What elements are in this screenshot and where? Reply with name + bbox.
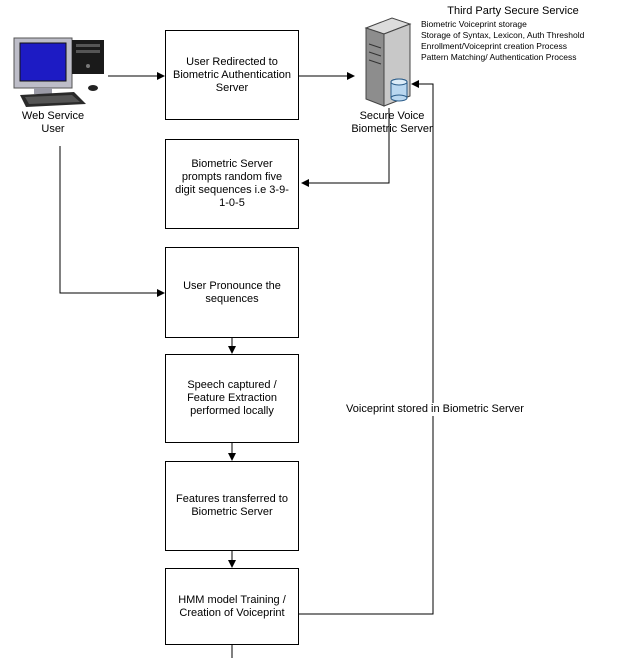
step-redirect-label: User Redirected to Biometric Authenticat… <box>172 55 291 94</box>
step-prompt-label: Biometric Server prompts random five dig… <box>175 158 289 209</box>
server-label: Secure Voice Biometric Server <box>351 110 433 135</box>
step-training: HMM model Training / Creation of Voicepr… <box>165 568 299 645</box>
step-transfer: Features transferred to Biometric Server <box>165 461 299 551</box>
server-icon <box>364 17 412 107</box>
step-transfer-label: Features transferred to Biometric Server <box>176 493 288 518</box>
third-party-line-1: Biometric Voiceprint storage <box>421 19 527 29</box>
step-capture: Speech captured / Feature Extraction per… <box>165 354 299 443</box>
step-pronounce-label: User Pronounce the sequences <box>183 279 281 305</box>
user-label: Web Service User <box>21 110 85 135</box>
step-prompt: Biometric Server prompts random five dig… <box>165 139 299 229</box>
third-party-line-3: Enrollment/Voiceprint creation Process <box>421 41 567 51</box>
arrow-server-to-prompt <box>301 108 390 187</box>
third-party-line-4: Pattern Matching/ Authentication Process <box>421 52 577 62</box>
feedback-label: Voiceprint stored in Biometric Server <box>328 403 542 416</box>
arrow-user-to-pronounce <box>59 146 165 297</box>
third-party-title: Third Party Secure Service <box>447 5 579 17</box>
step-capture-label: Speech captured / Feature Extraction per… <box>187 379 277 417</box>
third-party-line-2: Storage of Syntax, Lexicon, Auth Thresho… <box>421 30 585 40</box>
arrow-voiceprint-to-server <box>299 80 434 615</box>
step-training-label: HMM model Training / Creation of Voicepr… <box>178 593 286 619</box>
step-pronounce: User Pronounce the sequences <box>165 247 299 338</box>
step-redirect: User Redirected to Biometric Authenticat… <box>165 30 299 120</box>
computer-icon <box>13 37 104 107</box>
